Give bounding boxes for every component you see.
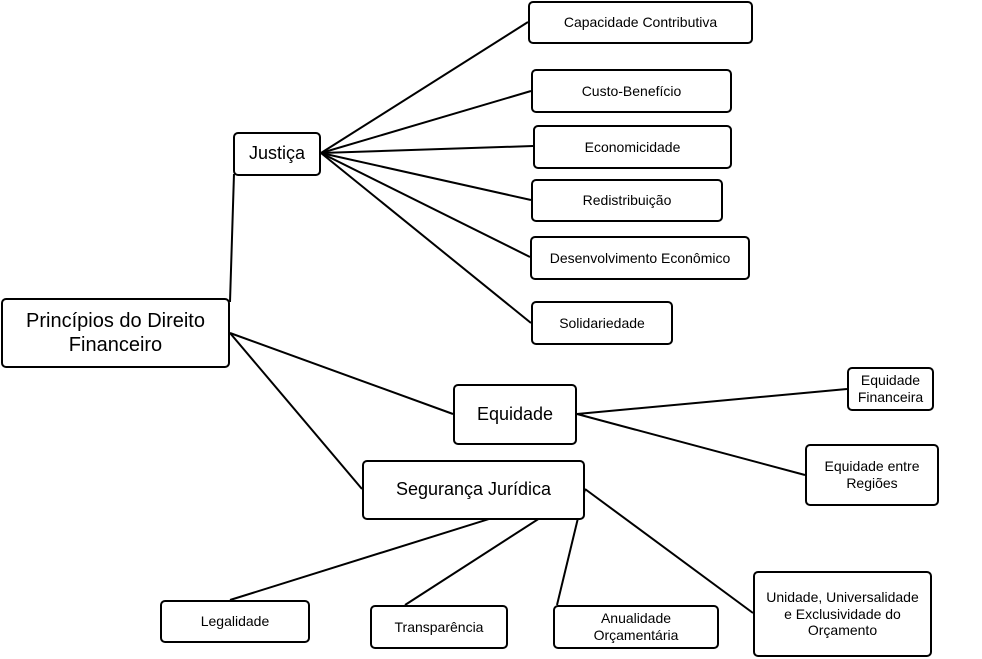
node-transparencia-label: Transparência xyxy=(394,618,484,635)
node-justica-label: Justiça xyxy=(248,143,306,164)
node-principios-label: Princípios do Direito Financeiro xyxy=(26,310,205,356)
connector-seguranca-unidade xyxy=(584,488,754,614)
node-legalidade-label: Legalidade xyxy=(200,613,270,630)
node-solidariedade: Solidariedade xyxy=(531,301,673,345)
node-economicidade: Economicidade xyxy=(533,125,732,169)
node-unidade-universalidade: Unidade, Universalidade e Exclusividade … xyxy=(753,571,932,657)
connector-justica-redistribuicao xyxy=(320,152,532,201)
connector-justica-desenvolvimento xyxy=(320,152,531,258)
node-economicidade-label: Economicidade xyxy=(584,138,681,155)
node-equidade-entre-regioes-label: Equidade entre Regiões xyxy=(824,458,920,491)
node-anualidade-orcamentaria: Anualidade Orçamentária xyxy=(553,605,719,649)
node-equidade: Equidade xyxy=(453,384,577,445)
node-legalidade: Legalidade xyxy=(160,600,310,643)
connector-root-equidade xyxy=(229,332,454,415)
node-unidade-universalidade-label: Unidade, Universalidade e Exclusividade … xyxy=(766,588,919,639)
node-equidade-label: Equidade xyxy=(476,403,554,424)
node-principios: Princípios do Direito Financeiro xyxy=(1,298,230,368)
node-equidade-financeira-label: Equidade Financeira xyxy=(857,372,924,405)
node-solidariedade-label: Solidariedade xyxy=(559,314,645,331)
connector-root-justica xyxy=(229,173,235,303)
node-redistribuicao: Redistribuição xyxy=(531,179,723,222)
connector-justica-capacidade xyxy=(320,21,529,154)
connector-root-seguranca xyxy=(229,332,363,490)
connector-equidade-financeira xyxy=(576,388,848,415)
node-desenvolvimento-economico-label: Desenvolvimento Econômico xyxy=(549,249,731,266)
node-capacidade-contributiva-label: Capacidade Contributiva xyxy=(563,14,718,31)
node-desenvolvimento-economico: Desenvolvimento Econômico xyxy=(530,236,750,280)
connector-justica-solidariedade xyxy=(320,152,532,324)
connector-equidade-regioes xyxy=(576,413,806,476)
node-seguranca-juridica: Segurança Jurídica xyxy=(362,460,585,520)
node-equidade-financeira: Equidade Financeira xyxy=(847,367,934,411)
node-equidade-entre-regioes: Equidade entre Regiões xyxy=(805,444,939,506)
connector-justica-economicidade xyxy=(320,145,534,154)
node-custo-beneficio: Custo-Benefício xyxy=(531,69,732,113)
node-justica: Justiça xyxy=(233,132,321,176)
node-seguranca-label: Segurança Jurídica xyxy=(395,479,552,500)
node-custo-beneficio-label: Custo-Benefício xyxy=(581,82,682,99)
node-transparencia: Transparência xyxy=(370,605,508,649)
node-capacidade-contributiva: Capacidade Contributiva xyxy=(528,1,753,44)
connector-justica-custo xyxy=(320,90,532,154)
node-redistribuicao-label: Redistribuição xyxy=(582,192,672,209)
node-anualidade-orcamentaria-label: Anualidade Orçamentária xyxy=(593,610,679,643)
